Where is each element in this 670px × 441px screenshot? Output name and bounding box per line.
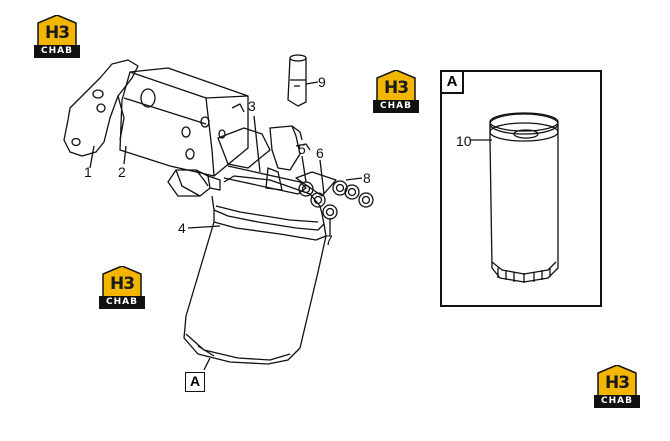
leader-line (305, 81, 319, 85)
elbow-fitting (217, 127, 271, 169)
canister-body (183, 221, 327, 365)
leader-line (301, 155, 307, 183)
detail-view-frame (440, 70, 602, 307)
callout-4: 4 (178, 220, 186, 236)
mounting-bracket (63, 59, 139, 157)
washer (322, 204, 338, 220)
callout-8: 8 (363, 170, 371, 186)
leader-line (123, 145, 127, 165)
brand-logo: H3 CHAB (373, 70, 419, 116)
port-hole (218, 129, 226, 139)
bracket-hole (71, 137, 81, 147)
brand-logo: H3 CHAB (594, 365, 640, 411)
canister-top (223, 175, 323, 215)
washer (344, 184, 360, 200)
leader-line (89, 145, 95, 169)
bushing (287, 57, 307, 107)
callout-6: 6 (316, 145, 324, 161)
port-hole (200, 116, 210, 128)
leader-line (187, 225, 221, 229)
pipe (223, 165, 307, 195)
bracket-hole (92, 89, 104, 99)
callout-10: 10 (456, 133, 472, 149)
callout-3: 3 (248, 98, 256, 114)
callout-5: 5 (298, 141, 306, 157)
port-hole (181, 126, 191, 138)
banjo-bolt (358, 192, 374, 208)
hex-nut (167, 169, 211, 197)
bushing-top (289, 54, 307, 62)
filter-head-block (119, 67, 249, 177)
callout-9: 9 (318, 74, 326, 90)
detail-view-label: A (440, 70, 464, 94)
view-marker-label: A (185, 372, 205, 392)
brand-logo: H3 CHAB (34, 15, 80, 61)
port-hole (140, 88, 156, 108)
leader-line (253, 115, 261, 173)
leader-line (345, 177, 363, 181)
bracket-hole (96, 103, 106, 113)
filter-cartridge (489, 112, 559, 283)
leader-line (203, 357, 211, 371)
callout-1: 1 (84, 164, 92, 180)
brand-logo: H3 CHAB (99, 266, 145, 312)
leader-line (319, 159, 325, 195)
callout-7: 7 (325, 232, 333, 248)
port-hole (185, 148, 195, 160)
sensor-stem (269, 125, 301, 171)
callout-2: 2 (118, 164, 126, 180)
